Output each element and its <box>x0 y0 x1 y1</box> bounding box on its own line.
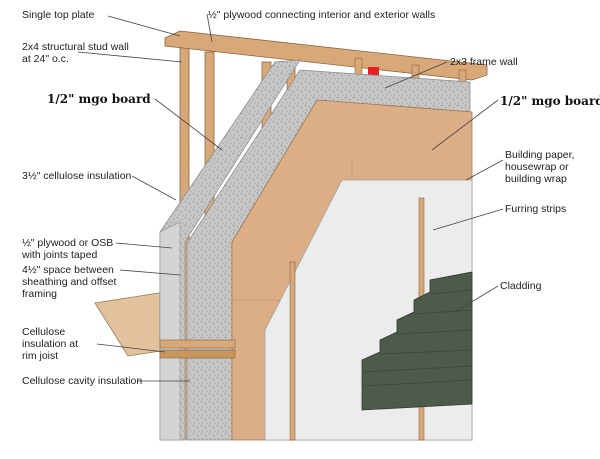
label-cellulose-insulation: 3½" cellulose insulation <box>22 170 132 182</box>
label-building-paper-line3: building wrap <box>505 173 567 185</box>
label-single-top-plate: Single top plate <box>22 9 95 21</box>
label-space-line2: sheathing and offset <box>22 276 117 288</box>
label-building-paper-line1: Building paper, <box>505 149 575 161</box>
leader-lines <box>77 13 504 382</box>
label-rim-line3: rim joist <box>22 350 59 362</box>
label-frame-wall: 2x3 frame wall <box>450 56 518 68</box>
label-cladding: Cladding <box>500 280 542 292</box>
label-osb-line1: ½" plywood or OSB <box>22 237 114 249</box>
label-cavity-insulation: Cellulose cavity insulation <box>22 375 143 387</box>
cladding-panel <box>361 271 473 411</box>
label-space-line1: 4½" space between <box>22 264 114 276</box>
label-space-line3: framing <box>22 288 58 300</box>
label-plywood-connecting: ½" plywood connecting interior and exter… <box>208 9 436 21</box>
rim-joist <box>159 339 236 359</box>
label-stud-wall-line2: at 24" o.c. <box>22 53 69 65</box>
label-stud-wall-line1: 2x4 structural stud wall <box>22 41 129 53</box>
label-mgo-board-left: 1/2" mgo board <box>47 92 151 106</box>
cladding-lap-lines <box>361 289 473 387</box>
label-rim-line1: Cellulose <box>22 326 66 338</box>
mgo-board-edge <box>159 221 181 441</box>
label-mgo-board-right: 1/2" mgo board <box>500 94 600 108</box>
label-osb-line2: with joints taped <box>22 249 98 261</box>
label-furring-strips: Furring strips <box>505 203 567 215</box>
label-building-paper-line2: housewrap or <box>505 161 569 173</box>
label-rim-line2: insulation at <box>22 338 79 350</box>
top-plate <box>164 30 488 81</box>
